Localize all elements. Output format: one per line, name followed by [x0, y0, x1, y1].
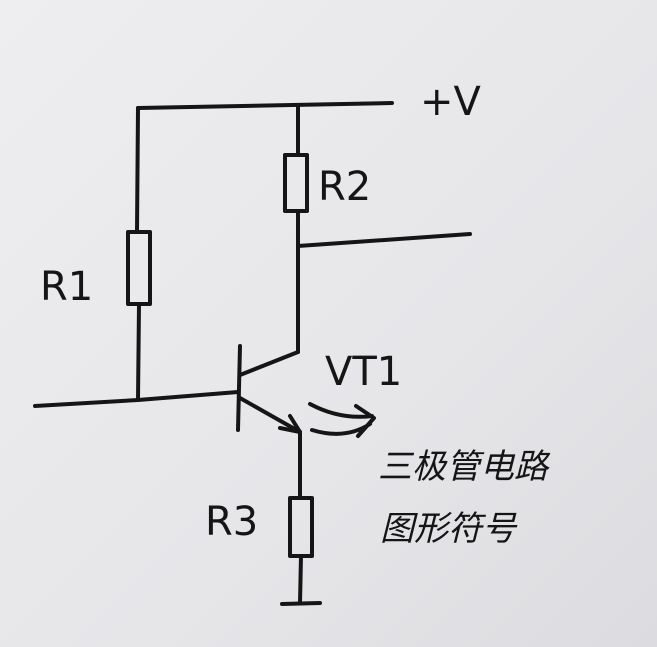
transistor-collector: [238, 350, 300, 377]
r1-label: R1: [40, 264, 93, 310]
r2-label: R2: [318, 164, 371, 210]
supply-rail: [136, 101, 394, 110]
ground-bar: [280, 601, 322, 606]
r3-label: R3: [205, 499, 258, 545]
base-input-wire: [33, 390, 240, 408]
transistor-emitter: [238, 396, 302, 434]
r3-wire-bottom: [298, 554, 303, 605]
resistor-r2: [283, 153, 309, 213]
collector-output-wire: [296, 232, 472, 248]
caption-line-1: 三极管电路: [378, 447, 551, 487]
r1-wire-bottom: [136, 302, 141, 402]
transistor-label: VT1: [325, 349, 402, 395]
resistor-r3: [288, 496, 314, 558]
resistor-r1: [126, 230, 152, 306]
transistor-base-bar: [236, 344, 242, 432]
r1-wire-top: [135, 106, 140, 234]
supply-label: +V: [420, 79, 482, 125]
current-arrow-icon: [308, 402, 376, 438]
caption-line-2: 图形符号: [380, 509, 518, 549]
